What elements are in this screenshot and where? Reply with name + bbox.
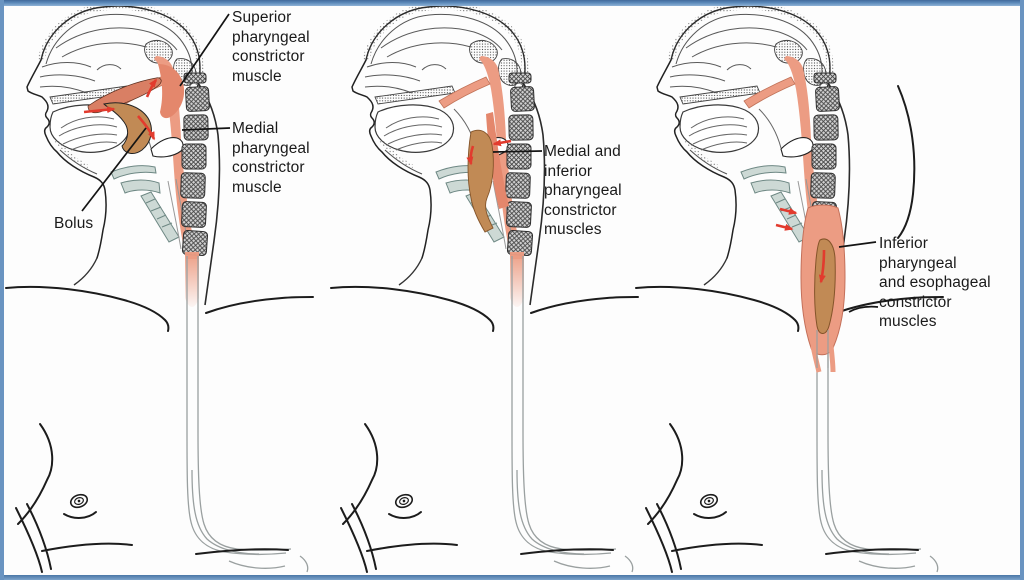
leader-lines [492, 150, 543, 153]
label-medial-pharyngeal-constrictor: Medial pharyngeal constrictor muscle [232, 120, 310, 196]
superior-constrictor-highlight [158, 64, 185, 119]
leader-lines [81, 13, 231, 212]
panel-2-illustration [331, 6, 638, 572]
label-medial-inferior-constrictors: Medial and inferior pharyngeal constrict… [544, 143, 622, 238]
label-inferior-esophageal-constrictors: Inferior pharyngeal and esophageal const… [879, 235, 991, 330]
flow-arrows [775, 207, 826, 284]
label-superior-pharyngeal-constrictor: Superior pharyngeal constrictor muscle [232, 9, 310, 85]
frame-border-right [1020, 0, 1024, 580]
label-bolus: Bolus [54, 215, 94, 232]
leader-lines [838, 241, 879, 313]
flow-arrows [466, 139, 512, 166]
medial-inferior-constrictor-highlight [486, 112, 509, 209]
flow-arrows [83, 78, 158, 141]
panel-1-illustration [6, 6, 313, 572]
back-outline [897, 85, 916, 239]
bolus-shape [467, 129, 494, 233]
bolus-shape [103, 102, 152, 154]
frame-border-left [0, 0, 4, 580]
frame-border-top [0, 0, 1024, 6]
frame-border-bottom [0, 575, 1024, 580]
panel-3-illustration [636, 6, 943, 572]
bolus-shape [814, 238, 836, 334]
